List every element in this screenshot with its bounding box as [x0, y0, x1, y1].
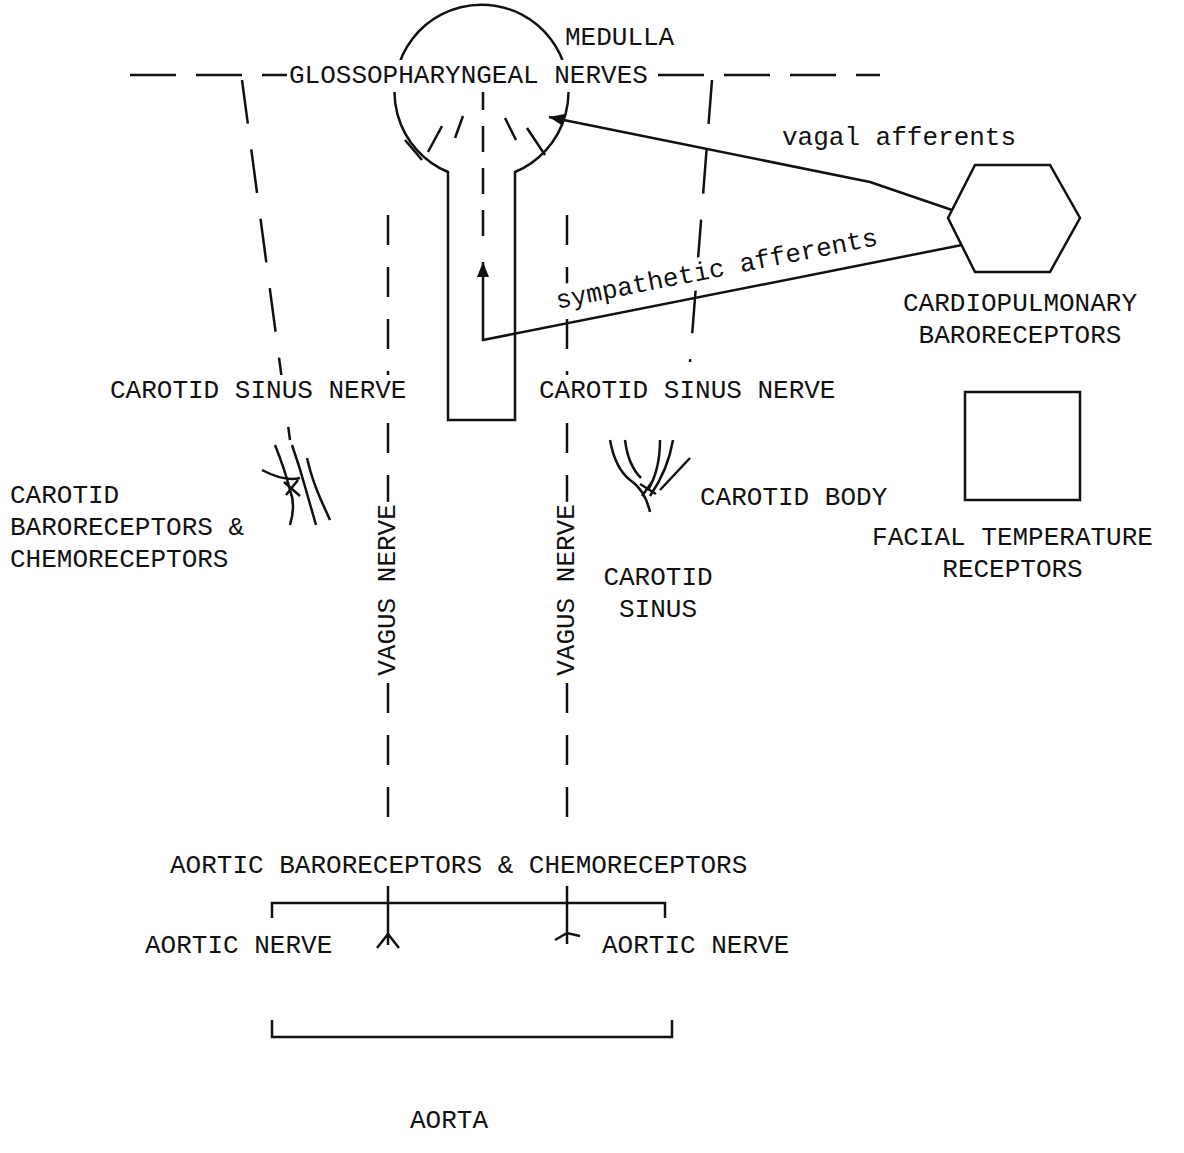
- receptor-label: CAROTID BARORECEPTORS & CHEMORECEPTORS: [8, 480, 294, 576]
- nerve-label: VAGUS NERVE: [372, 502, 404, 678]
- hexagon-shape: [948, 165, 1080, 272]
- node-label: MEDULLA: [565, 22, 674, 54]
- nerve-label: AORTIC NERVE: [600, 930, 791, 962]
- vessel-label: AORTA: [408, 1105, 490, 1137]
- square-outline: [855, 388, 1170, 506]
- receptor-hexagon: CARDIOPULMONARY BARORECEPTORS: [880, 160, 1160, 352]
- nerve-ending: [377, 934, 399, 948]
- nerve-label: VAGUS NERVE: [551, 502, 583, 678]
- receptor-label: CAROTID SINUS: [586, 562, 730, 626]
- node-label: CARDIOPULMONARY BARORECEPTORS: [880, 160, 1160, 352]
- nerve-label: CAROTID SINUS NERVE: [108, 375, 408, 407]
- nerve-label: AORTIC NERVE: [143, 930, 334, 962]
- hexagon-outline: [880, 160, 1160, 278]
- vagus-nerve-line: [566, 886, 569, 935]
- square-shape: [965, 392, 1080, 500]
- node-label: FACIAL TEMPERATURE RECEPTORS: [855, 388, 1170, 586]
- carotid-sketch: [610, 440, 690, 512]
- aorta-bracket: [272, 1020, 672, 1037]
- medulla-tract-dashes: [405, 116, 545, 160]
- spinal-afferent-line: [482, 82, 485, 236]
- carotid-sketch: [262, 445, 330, 525]
- carotid-sinus-nerve-line: [690, 80, 712, 362]
- receptor-label: CAROTID BODY: [698, 482, 889, 514]
- aortic-bracket: [272, 903, 665, 918]
- receptor-label: AORTIC BARORECEPTORS & CHEMORECEPTORS: [168, 850, 749, 882]
- vagus-nerve-line: [387, 886, 390, 935]
- nerve-ending: [555, 933, 580, 944]
- nerve-label: GLOSSOPHARYNGEAL NERVES: [287, 60, 650, 92]
- edge-label: vagal afferents: [780, 122, 1018, 154]
- receptor-box: FACIAL TEMPERATURE RECEPTORS: [855, 388, 1170, 586]
- nerve-lines: [130, 68, 880, 1037]
- nerve-label: CAROTID SINUS NERVE: [537, 375, 837, 407]
